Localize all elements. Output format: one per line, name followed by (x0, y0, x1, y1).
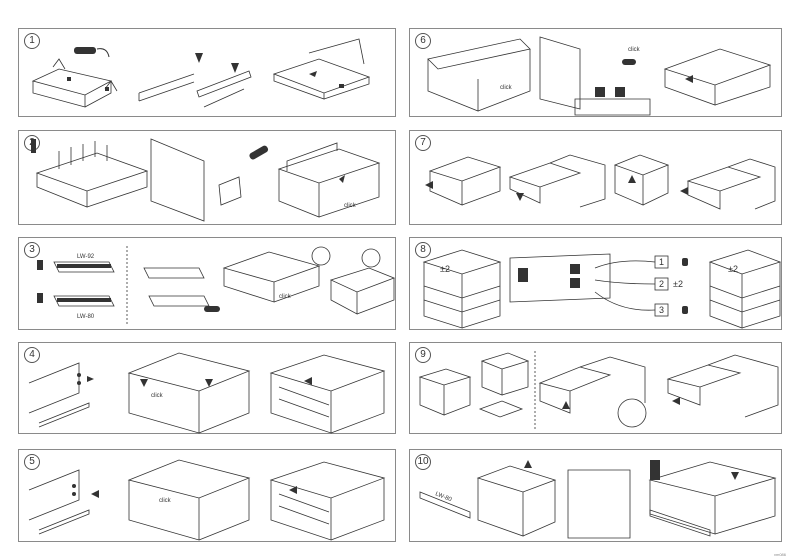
option-2-value: ±2 (673, 279, 683, 289)
click-label: click (628, 47, 641, 53)
step-number: 6 (415, 33, 431, 49)
click-label: click (279, 294, 292, 300)
step-1-illustration (31, 38, 371, 108)
height-adjust-left: ±2 (440, 264, 450, 274)
step-5-panel: 5 click (18, 449, 396, 542)
step-number: 10 (415, 454, 431, 470)
option-3-number: 3 (659, 305, 664, 315)
step-7-panel: 7 (409, 130, 782, 225)
step-number: 5 (24, 454, 40, 470)
step-number: 9 (415, 347, 431, 363)
click-label: click (500, 85, 513, 91)
step-4-panel: 4 click (18, 342, 396, 434)
step-number: 4 (24, 347, 40, 363)
step-number: 3 (24, 242, 40, 258)
step-1-panel: 1 (18, 28, 396, 117)
step-2-panel: 2 click (18, 130, 396, 225)
click-label: click (159, 498, 172, 504)
click-label: click (344, 203, 357, 209)
step-number: 8 (415, 242, 431, 258)
step-7-illustration (425, 154, 776, 210)
lw-92-label: LW-92 (77, 254, 95, 260)
step-4-illustration: click (28, 352, 386, 434)
footer-code: vm086 (773, 552, 786, 557)
step-6-panel: 6 click click (409, 28, 782, 117)
click-label: click (151, 393, 164, 399)
step-number: 7 (415, 135, 431, 151)
option-1-number: 1 (659, 257, 664, 267)
step-8-illustration: ±2 ±2 1 2 ±2 3 (422, 249, 782, 329)
height-adjust-right: ±2 (728, 264, 738, 274)
step-10-panel: 10 LW-80 (409, 449, 782, 542)
step-5-illustration: click (28, 459, 386, 541)
step-9-illustration (418, 351, 779, 429)
step-2-illustration: click (31, 138, 381, 222)
step-9-panel: 9 (409, 342, 782, 434)
option-2-number: 2 (659, 279, 664, 289)
step-number: 1 (24, 33, 40, 49)
step-3-illustration: LW-92 LW-80 click (37, 246, 396, 324)
step-8-panel: 8 ±2 ±2 1 2 ±2 (409, 237, 782, 330)
step-6-illustration: click click (427, 36, 772, 116)
step-3-panel: 3 LW-92 LW-80 click (18, 237, 396, 330)
lw-80-label: LW-80 (77, 314, 95, 320)
step-10-illustration: LW-80 (419, 460, 777, 539)
